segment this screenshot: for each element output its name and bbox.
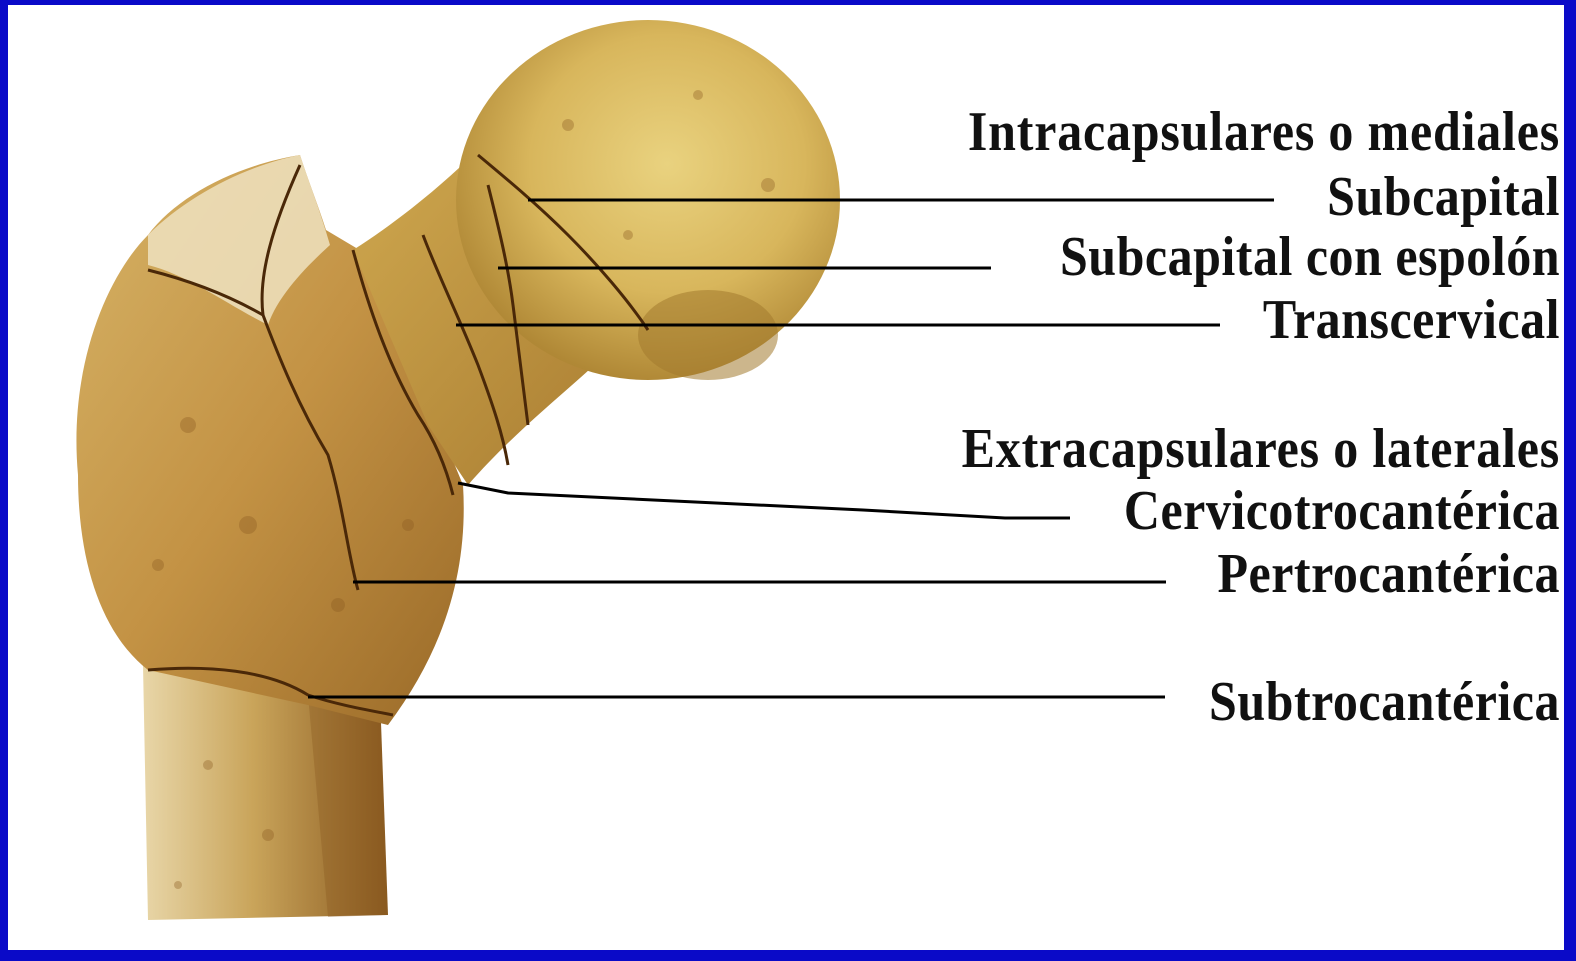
heading-intracapsular: Intracapsulares o mediales: [968, 103, 1560, 159]
label-subtrocanterica: Subtrocantérica: [1209, 673, 1560, 729]
label-subcapital-con-espolon: Subcapital con espolón: [1060, 228, 1560, 284]
label-cervicotrocanterica: Cervicotrocantérica: [1124, 482, 1560, 538]
head-shadow: [638, 290, 778, 380]
heading-extracapsular: Extracapsulares o laterales: [962, 420, 1560, 476]
diagram-frame: Intracapsulares o mediales Subcapital Su…: [8, 5, 1564, 950]
label-subcapital: Subcapital: [1327, 168, 1560, 224]
label-transcervical: Transcervical: [1263, 291, 1560, 347]
label-pertrocanterica: Pertrocantérica: [1218, 545, 1561, 601]
